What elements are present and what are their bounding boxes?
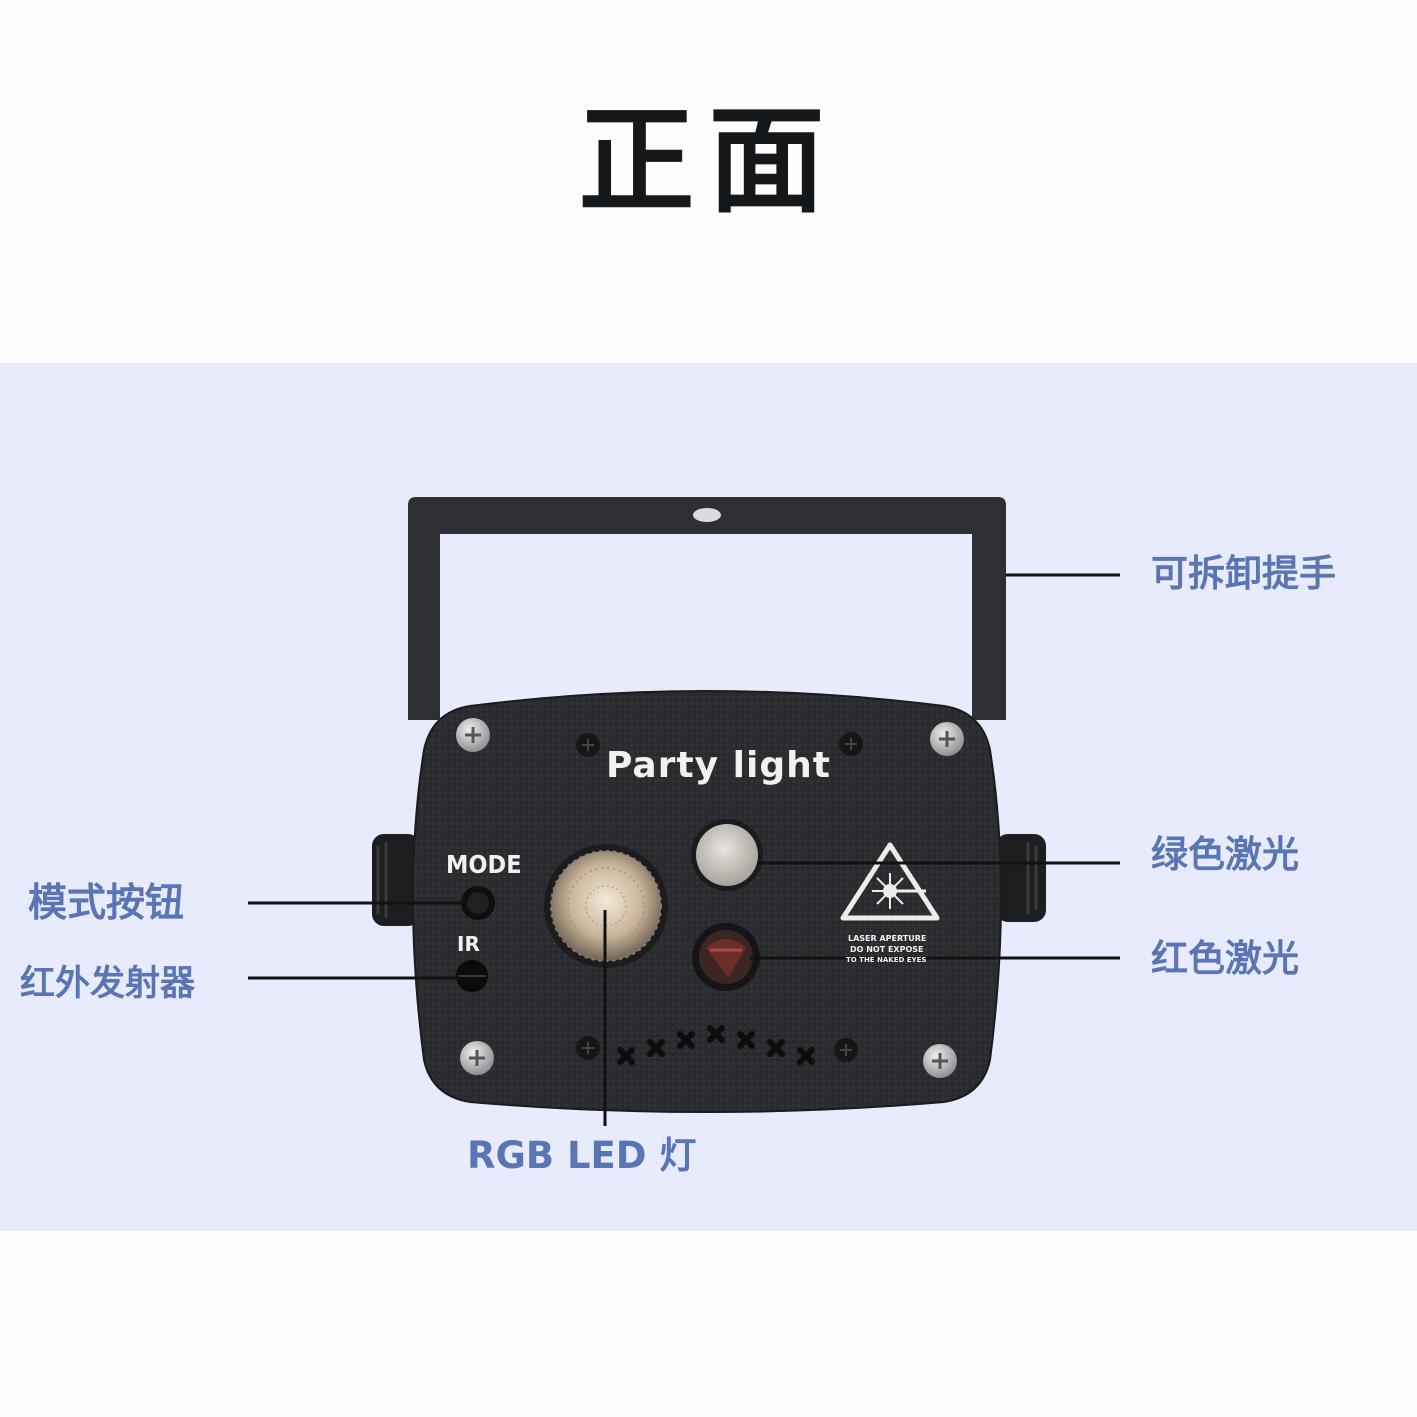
callout-green-laser: 绿色激光 xyxy=(1151,833,1299,876)
laser-warning-icon xyxy=(840,842,940,921)
callout-rgb-led: RGB LED 灯 xyxy=(467,1134,697,1177)
side-knob-right xyxy=(996,834,1046,922)
callout-mode-button: 模式按钮 xyxy=(28,881,185,926)
mode-label: MODE xyxy=(446,850,522,879)
detachable-handle xyxy=(408,497,1006,720)
screw-icon xyxy=(834,1038,858,1062)
ir-label: IR xyxy=(457,932,480,956)
green-laser-aperture xyxy=(691,819,763,891)
screw-icon xyxy=(839,732,863,756)
laser-warning-line-2: DO NOT EXPOSE xyxy=(850,945,924,954)
red-laser-aperture xyxy=(692,923,760,991)
mode-button[interactable] xyxy=(461,886,495,920)
brand-label: Party light xyxy=(606,745,831,786)
page-title: 正面 xyxy=(578,94,839,229)
screw-icon xyxy=(456,718,490,752)
vent-holes xyxy=(617,1025,815,1065)
callout-ir-emitter: 红外发射器 xyxy=(20,964,196,1004)
screw-icon xyxy=(576,733,600,757)
laser-warning-line-3: TO THE NAKED EYES xyxy=(846,956,927,964)
laser-warning-line-1: LASER APERTURE xyxy=(848,934,927,943)
screw-icon xyxy=(576,1036,600,1060)
screw-icon xyxy=(460,1041,494,1075)
device-front-panel xyxy=(412,690,1002,1113)
rgb-led-lens xyxy=(544,844,668,968)
screw-icon xyxy=(930,722,964,756)
callout-detachable-handle: 可拆卸提手 xyxy=(1151,552,1336,595)
screw-icon xyxy=(923,1044,957,1078)
ir-emitter xyxy=(456,960,488,992)
callout-red-laser: 红色激光 xyxy=(1151,937,1299,980)
